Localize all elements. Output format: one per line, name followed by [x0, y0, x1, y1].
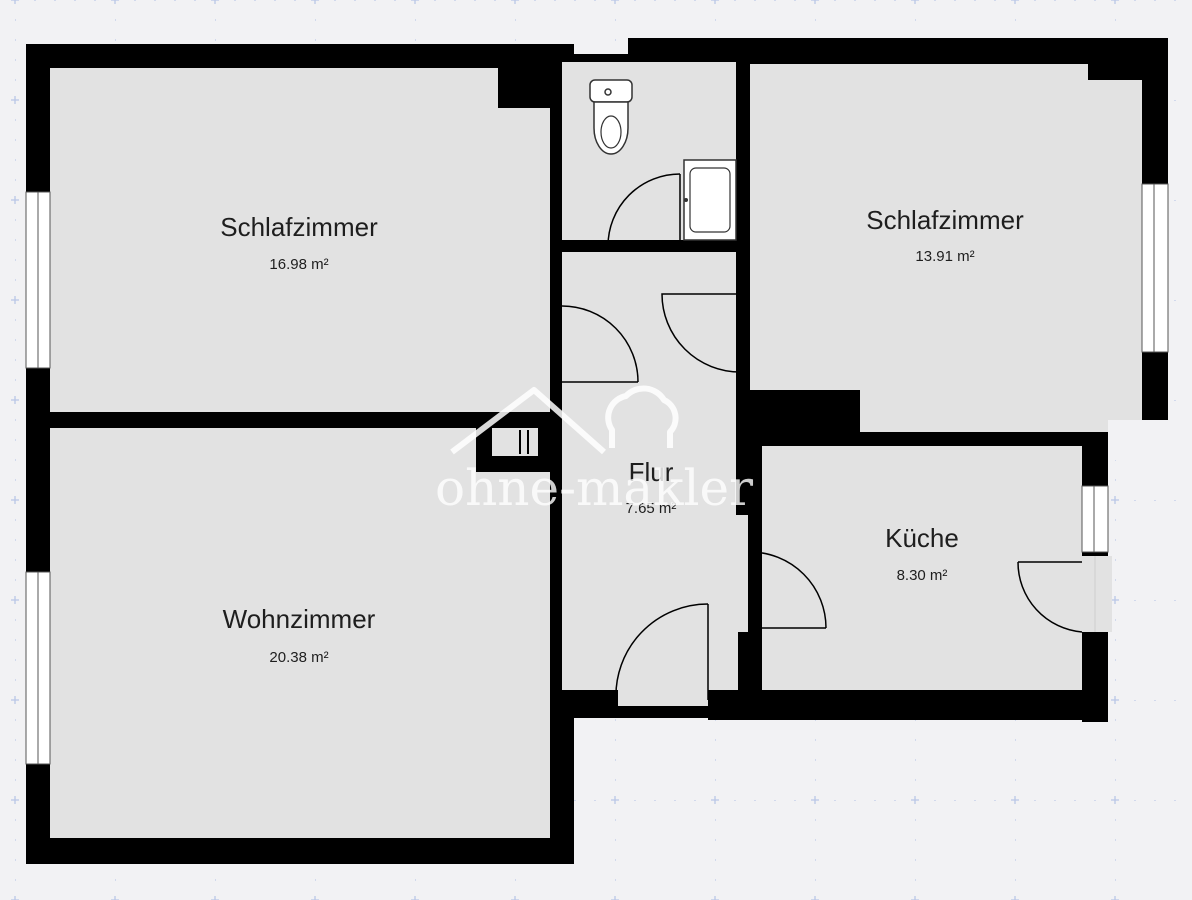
room-label-kueche: Küche 8.30 m² [885, 523, 959, 584]
svg-text:Wohnzimmer: Wohnzimmer [223, 604, 376, 634]
balcony-door-opening [1080, 556, 1112, 632]
toilet-icon [589, 79, 633, 155]
floor-schlafzimmer-2 [750, 64, 1142, 432]
watermark: ohne-makler [435, 385, 753, 517]
door-balcony [1017, 561, 1083, 633]
svg-text:ohne-makler: ohne-makler [435, 459, 753, 517]
house-chef-logo [450, 385, 679, 455]
sink-icon [683, 159, 737, 241]
door-bad [607, 173, 681, 247]
svg-text:Küche: Küche [885, 523, 959, 553]
floor-schlafzimmer-1 [50, 68, 550, 412]
svg-text:7.65 m²: 7.65 m² [626, 500, 677, 517]
doors [561, 173, 1083, 701]
svg-text:8.30 m²: 8.30 m² [897, 567, 948, 584]
floor-kueche [762, 446, 1082, 692]
door-schlafzimmer-1 [561, 305, 639, 383]
svg-text:13.91 m²: 13.91 m² [915, 248, 974, 265]
svg-text:20.38 m²: 20.38 m² [269, 649, 328, 666]
room-label-schlafzimmer-1: Schlafzimmer 16.98 m² [220, 212, 378, 273]
svg-text:Schlafzimmer: Schlafzimmer [866, 205, 1024, 235]
room-label-schlafzimmer-2: Schlafzimmer 13.91 m² [866, 205, 1024, 265]
svg-text:Flur: Flur [629, 457, 674, 487]
door-entrance [615, 603, 709, 701]
svg-text:Schlafzimmer: Schlafzimmer [220, 212, 378, 242]
door-kueche [749, 551, 827, 629]
interior-walls [50, 62, 1108, 720]
windows [25, 183, 1169, 765]
door-schlafzimmer-2 [661, 293, 741, 373]
shaft [492, 428, 538, 456]
floor-entrance [616, 688, 708, 706]
room-label-flur: Flur 7.65 m² [626, 457, 677, 517]
room-label-wohnzimmer: Wohnzimmer 20.38 m² [223, 604, 376, 666]
floor-wohnzimmer [50, 428, 550, 838]
svg-text:16.98 m²: 16.98 m² [269, 256, 328, 273]
